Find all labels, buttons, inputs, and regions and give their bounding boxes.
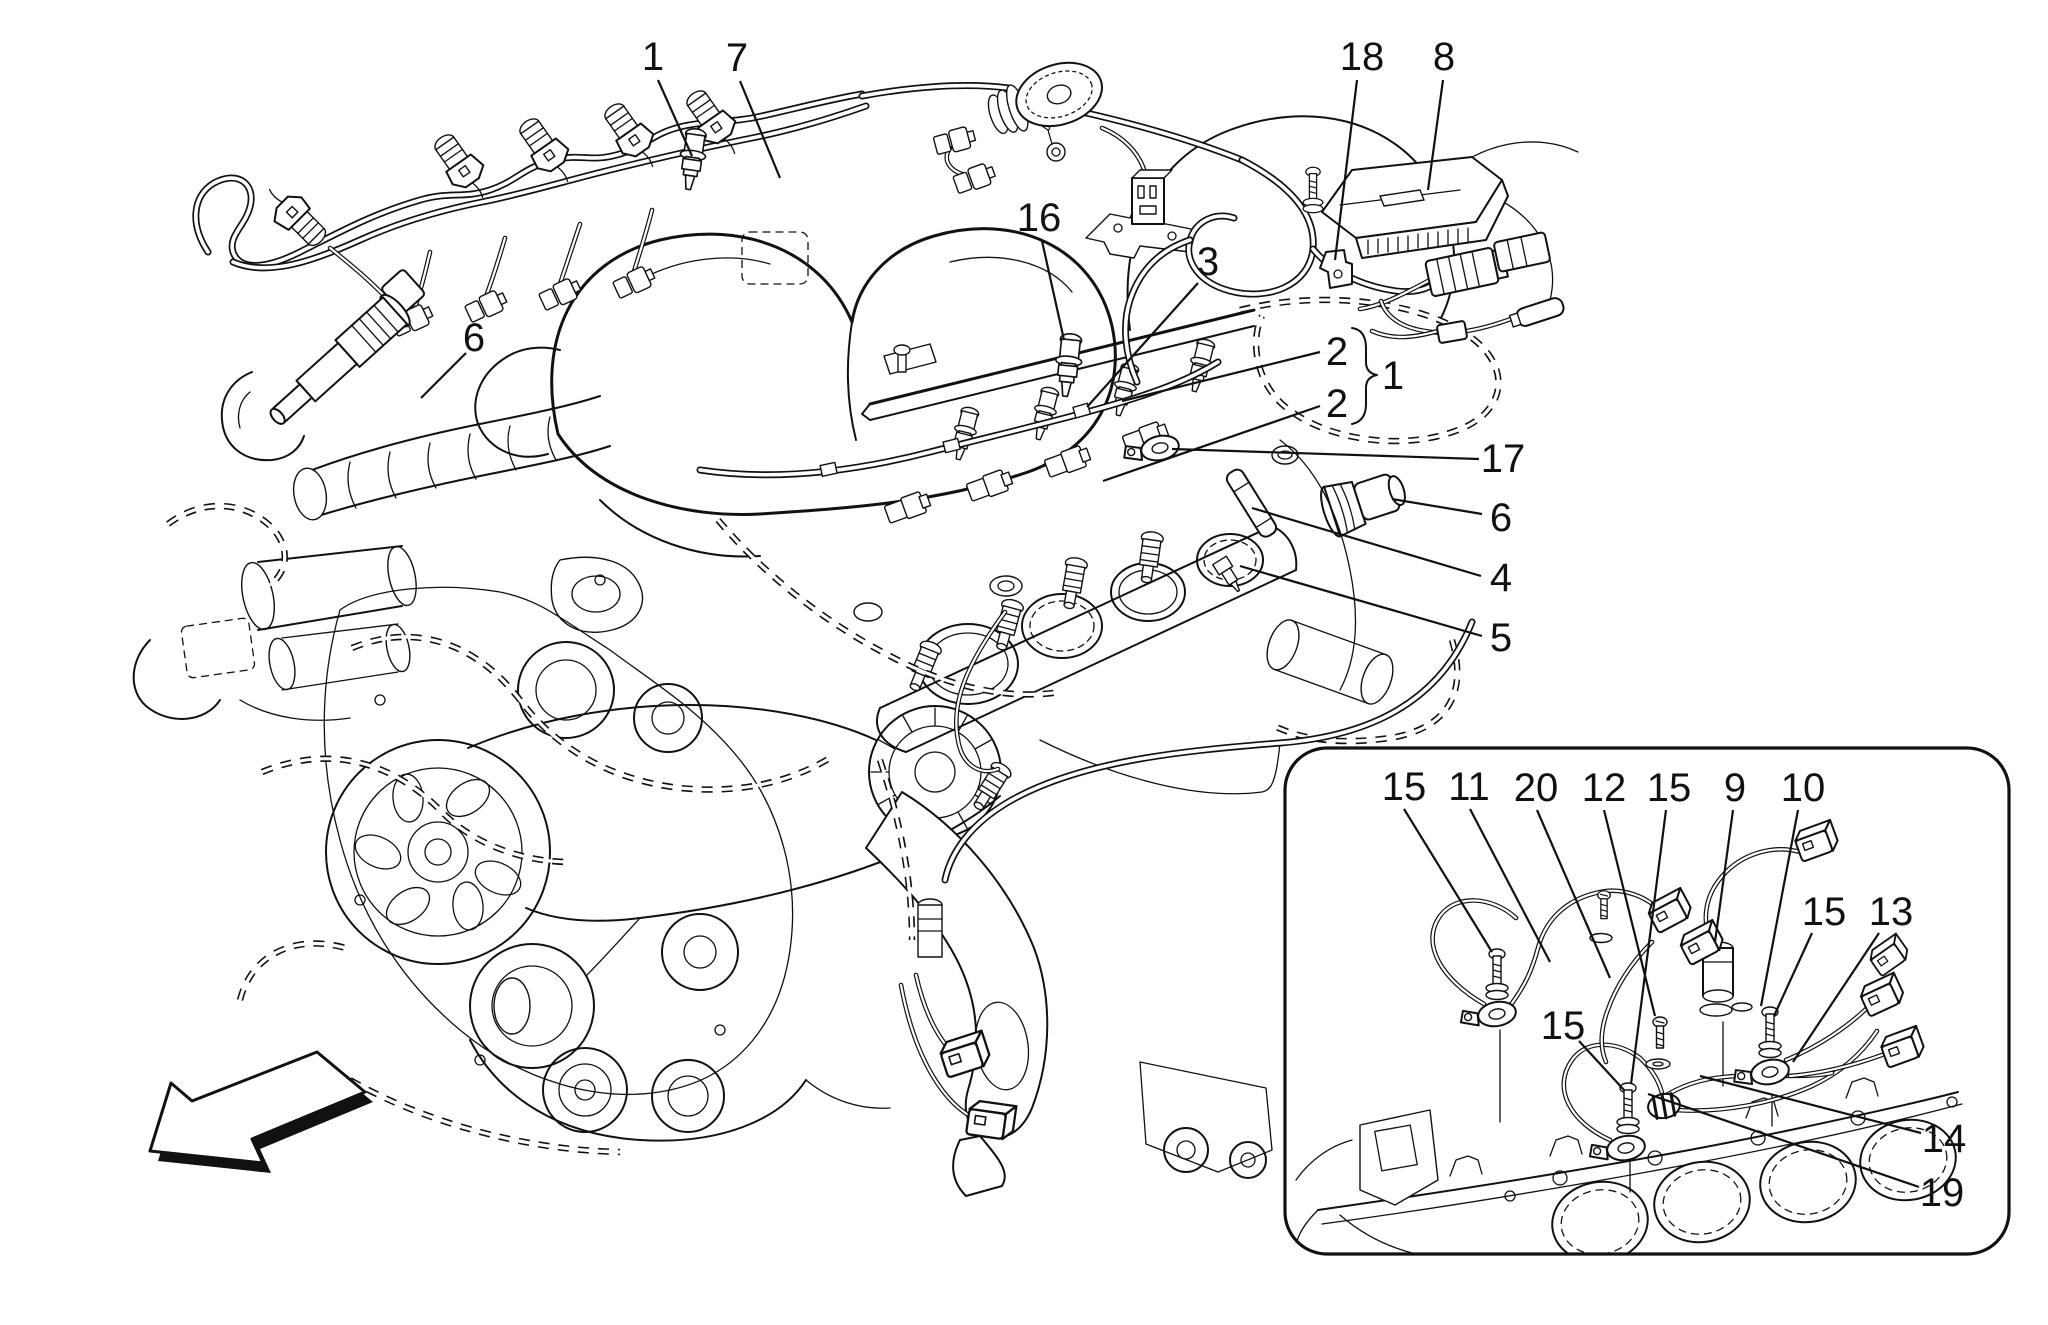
ecu-module <box>1302 156 1565 344</box>
callout-11: 11 <box>1448 765 1490 809</box>
callout-13: 13 <box>1869 890 1914 934</box>
callout-1: 1 <box>642 35 664 79</box>
callout-3: 3 <box>1197 240 1219 284</box>
ecu-bracket <box>1319 249 1353 289</box>
leader-line <box>1403 808 1493 953</box>
callout-17: 17 <box>1481 437 1526 481</box>
cable-grommet <box>1647 1092 1681 1120</box>
leader-line <box>1602 809 1657 1017</box>
inset-detail-art <box>1294 818 1963 1254</box>
callout-6: 6 <box>1490 496 1512 540</box>
leader-line <box>1121 350 1321 403</box>
direction-arrow-icon <box>148 1050 373 1173</box>
ecu-harness-connectors <box>1424 231 1565 344</box>
inset-detail-frame <box>1283 746 2011 1256</box>
callout-15: 15 <box>1541 1004 1586 1048</box>
callout-14: 14 <box>1922 1117 1967 1161</box>
leader-line <box>1102 404 1321 483</box>
callout-6: 6 <box>463 316 485 360</box>
leader-line <box>1713 809 1735 943</box>
leader-line <box>1333 79 1359 261</box>
leader-line <box>1040 240 1066 341</box>
callout-20: 20 <box>1514 766 1559 810</box>
bottom-sensors <box>917 898 1018 1142</box>
leader-line <box>1578 1040 1625 1091</box>
intake-duct <box>132 371 644 721</box>
leader-line <box>1759 809 1800 1007</box>
callout-2: 2 <box>1326 382 1348 426</box>
right-bank <box>853 308 1406 815</box>
inset-sensors <box>1457 818 1928 1168</box>
front-pulleys <box>323 574 1002 1142</box>
coil-connectors <box>255 81 998 425</box>
callout-brace <box>1351 327 1378 425</box>
leader-line <box>1251 506 1482 578</box>
leader-line <box>1792 932 1880 1063</box>
leader-line <box>420 352 467 399</box>
callout-5: 5 <box>1490 616 1512 660</box>
callout-4: 4 <box>1490 556 1512 600</box>
leader-line <box>1629 809 1668 1085</box>
harness-grommet <box>987 61 1173 225</box>
callout-2: 2 <box>1326 330 1348 374</box>
callout-7: 7 <box>726 36 748 80</box>
leader-line <box>1647 1092 1920 1189</box>
inset-engine-block <box>1294 1077 1963 1254</box>
leader-line <box>1171 447 1480 461</box>
relay-connector <box>1131 169 1173 225</box>
callout-15: 15 <box>1382 765 1427 809</box>
callout-12: 12 <box>1582 766 1627 810</box>
ignition-coil <box>269 269 425 425</box>
leader-line <box>1239 564 1483 638</box>
callout-15: 15 <box>1647 766 1692 810</box>
leader-line <box>1426 79 1445 191</box>
wiring-harness <box>196 86 1516 1120</box>
callout-9: 9 <box>1724 766 1746 810</box>
leader-line <box>1391 497 1483 516</box>
leader-line <box>1535 809 1612 979</box>
callout-8: 8 <box>1433 35 1455 79</box>
leader-line <box>1772 932 1814 1017</box>
callout-16: 16 <box>1017 196 1062 240</box>
callout-10: 10 <box>1781 766 1826 810</box>
engine-illustration <box>132 61 1579 1197</box>
callouts-inset: 15 11 20 12 15 9 10 15 13 15 14 19 <box>1382 765 1967 1215</box>
leader-line <box>656 79 694 157</box>
callout-15: 15 <box>1802 890 1847 934</box>
mount-arm <box>865 791 1273 1197</box>
leader-line <box>738 80 782 179</box>
leader-line <box>1699 1074 1922 1135</box>
callout-1: 1 <box>1382 354 1404 398</box>
hidden-harness-routes <box>168 231 1498 1152</box>
leader-line <box>1086 282 1199 408</box>
callout-19: 19 <box>1920 1171 1965 1215</box>
leader-line <box>1469 808 1551 963</box>
callout-18: 18 <box>1340 35 1385 79</box>
